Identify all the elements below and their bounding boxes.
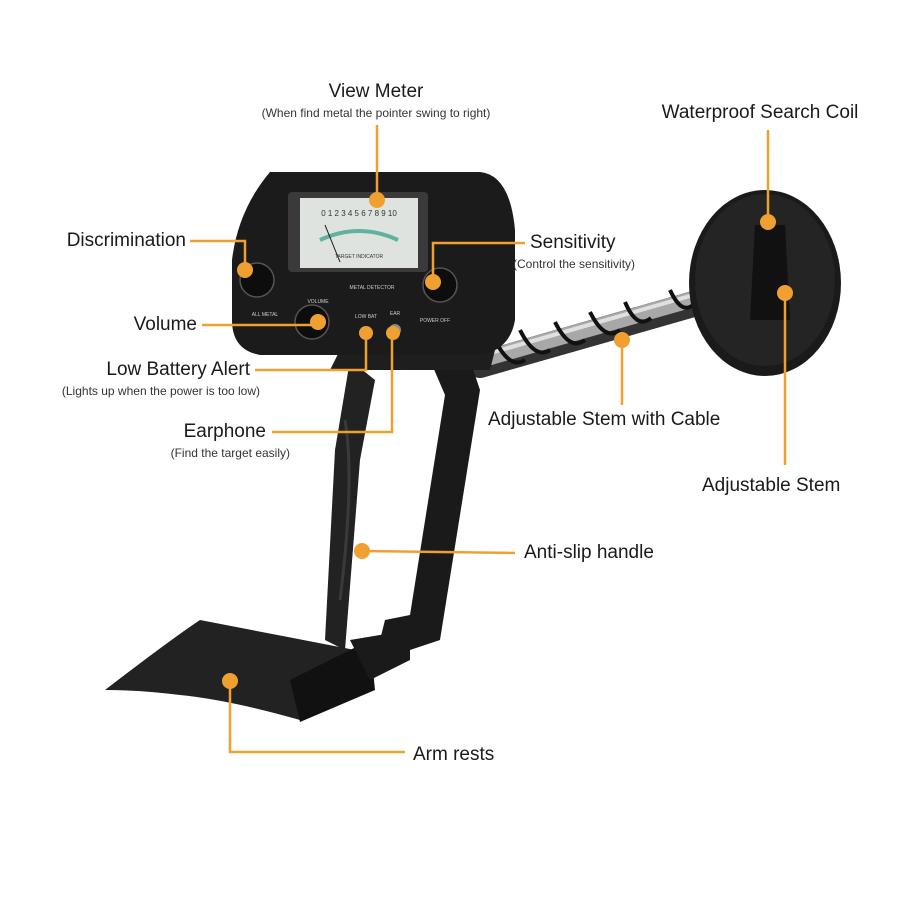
low-battery-subtitle: (Lights up when the power is too low)	[61, 384, 260, 398]
callout-dots	[222, 192, 793, 689]
earphone-label: Earphone	[183, 421, 266, 442]
sensitivity-label: Sensitivity	[530, 232, 616, 253]
sensitivity-subtitle: (Control the sensitivity)	[513, 257, 636, 271]
stem-label: Adjustable Stem	[702, 475, 841, 496]
low-battery-label: Low Battery Alert	[106, 359, 250, 380]
handle-label: Anti-slip handle	[524, 542, 654, 563]
panel-title: METAL DETECTOR	[350, 285, 395, 291]
search-coil-label: Waterproof Search Coil	[661, 102, 859, 123]
callout-lines	[190, 125, 787, 754]
view-meter-subtitle: (When find metal the pointer swing to ri…	[261, 106, 491, 120]
stem-cable	[493, 279, 734, 365]
power-off-marking: POWER OFF	[420, 318, 450, 324]
all-metal-marking: ALL METAL	[252, 312, 279, 318]
volume-label: Volume	[133, 314, 197, 335]
view-meter-label: View Meter	[328, 81, 424, 102]
low-bat-marking: LOW BAT	[355, 314, 377, 320]
handle	[325, 330, 500, 650]
volume-marking: VOLUME	[307, 299, 329, 305]
meter-scale: 0 1 2 3 4 5 6 7 8 9 10	[321, 209, 397, 218]
arm-rests-label: Arm rests	[413, 744, 495, 765]
stem-cable-label: Adjustable Stem with Cable	[488, 409, 721, 430]
discrimination-label: Discrimination	[66, 230, 186, 251]
meter-caption: TARGET INDICATOR	[335, 254, 384, 260]
ear-marking: EAR	[390, 311, 401, 317]
control-head: 0 1 2 3 4 5 6 7 8 9 10 TARGET INDICATOR …	[232, 172, 515, 355]
arm-rest	[105, 620, 410, 722]
earphone-subtitle: (Find the target easily)	[170, 446, 290, 460]
